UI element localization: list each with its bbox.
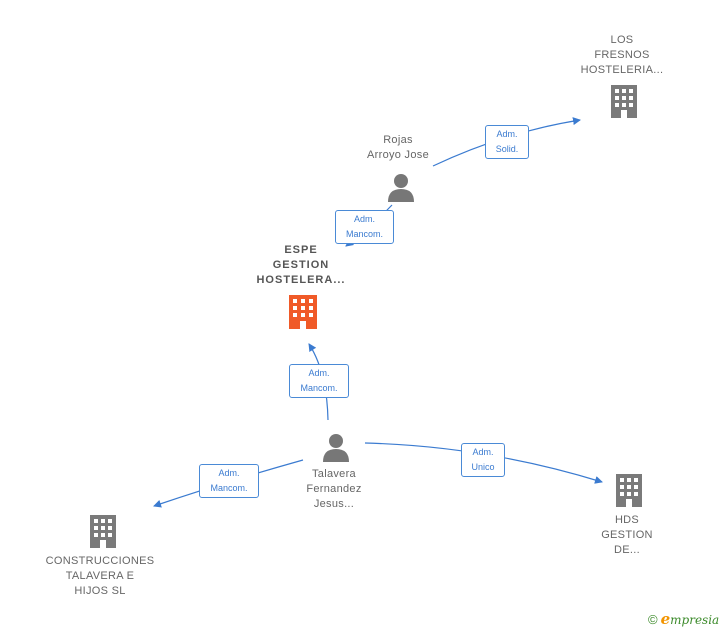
edge-tag-line: Mancom. <box>345 229 383 239</box>
building-icon[interactable] <box>287 295 319 330</box>
node-label-rojas[interactable]: Rojas Arroyo Jose <box>348 133 448 163</box>
edge-tag-adm-unico[interactable]: Adm. Unico <box>461 443 505 477</box>
edge-tag-line: Mancom. <box>210 483 248 493</box>
node-label-line: Fernandez <box>306 483 362 495</box>
building-icon[interactable] <box>614 474 644 508</box>
copyright-icon: © <box>648 611 658 627</box>
brand-wordmark: empresia <box>660 610 720 628</box>
node-label-line: Talavera <box>312 468 356 480</box>
node-label-line: ESPE <box>284 244 318 256</box>
edge-tag-adm-mancom[interactable]: Adm. Mancom. <box>335 210 394 244</box>
edge-tag-line: Adm. <box>496 129 518 139</box>
node-label-hds[interactable]: HDS GESTION DE... <box>577 513 677 558</box>
edge-tag-line: Adm. <box>308 368 330 378</box>
edge-tag-line: Mancom. <box>300 383 338 393</box>
node-label-espe[interactable]: ESPE GESTION HOSTELERA... <box>242 243 360 288</box>
edge-tag-line: Adm. <box>353 214 375 224</box>
node-label-line: TALAVERA E <box>65 570 135 582</box>
node-label-line: HOSTELERIA... <box>580 64 664 76</box>
edge-tag-adm-solid[interactable]: Adm. Solid. <box>485 125 529 159</box>
edge-tag-line: Adm. <box>472 447 494 457</box>
edge-tag-line: Adm. <box>218 468 240 478</box>
node-label-line: Arroyo Jose <box>367 149 429 161</box>
person-icon[interactable] <box>321 432 351 462</box>
node-label-construcciones[interactable]: CONSTRUCCIONES TALAVERA E HIJOS SL <box>35 554 165 599</box>
building-icon[interactable] <box>609 85 639 119</box>
empresia-logo[interactable]: © empresia <box>648 609 719 629</box>
person-icon[interactable] <box>386 172 416 202</box>
node-label-line: Rojas <box>383 134 413 146</box>
node-label-talavera[interactable]: Talavera Fernandez Jesus... <box>284 467 384 512</box>
node-label-line: LOS <box>610 34 634 46</box>
node-label-line: HOSTELERA... <box>256 274 346 286</box>
node-label-line: HDS <box>614 514 640 526</box>
node-label-line: DE... <box>614 544 640 556</box>
edge-tag-line: Solid. <box>495 144 519 154</box>
edge-tag-line: Unico <box>471 462 495 472</box>
node-label-line: HIJOS SL <box>74 585 126 597</box>
edge-tag-adm-mancom[interactable]: Adm. Mancom. <box>199 464 259 498</box>
node-label-line: Jesus... <box>313 498 355 510</box>
edge-tag-adm-mancom[interactable]: Adm. Mancom. <box>289 364 349 398</box>
node-label-line: FRESNOS <box>594 49 650 61</box>
node-label-line: GESTION <box>272 259 330 271</box>
node-label-line: GESTION <box>601 529 653 541</box>
node-label-line: CONSTRUCCIONES <box>45 555 155 567</box>
building-icon[interactable] <box>88 515 118 549</box>
node-label-los-fresnos[interactable]: LOS FRESNOS HOSTELERIA... <box>572 33 672 78</box>
